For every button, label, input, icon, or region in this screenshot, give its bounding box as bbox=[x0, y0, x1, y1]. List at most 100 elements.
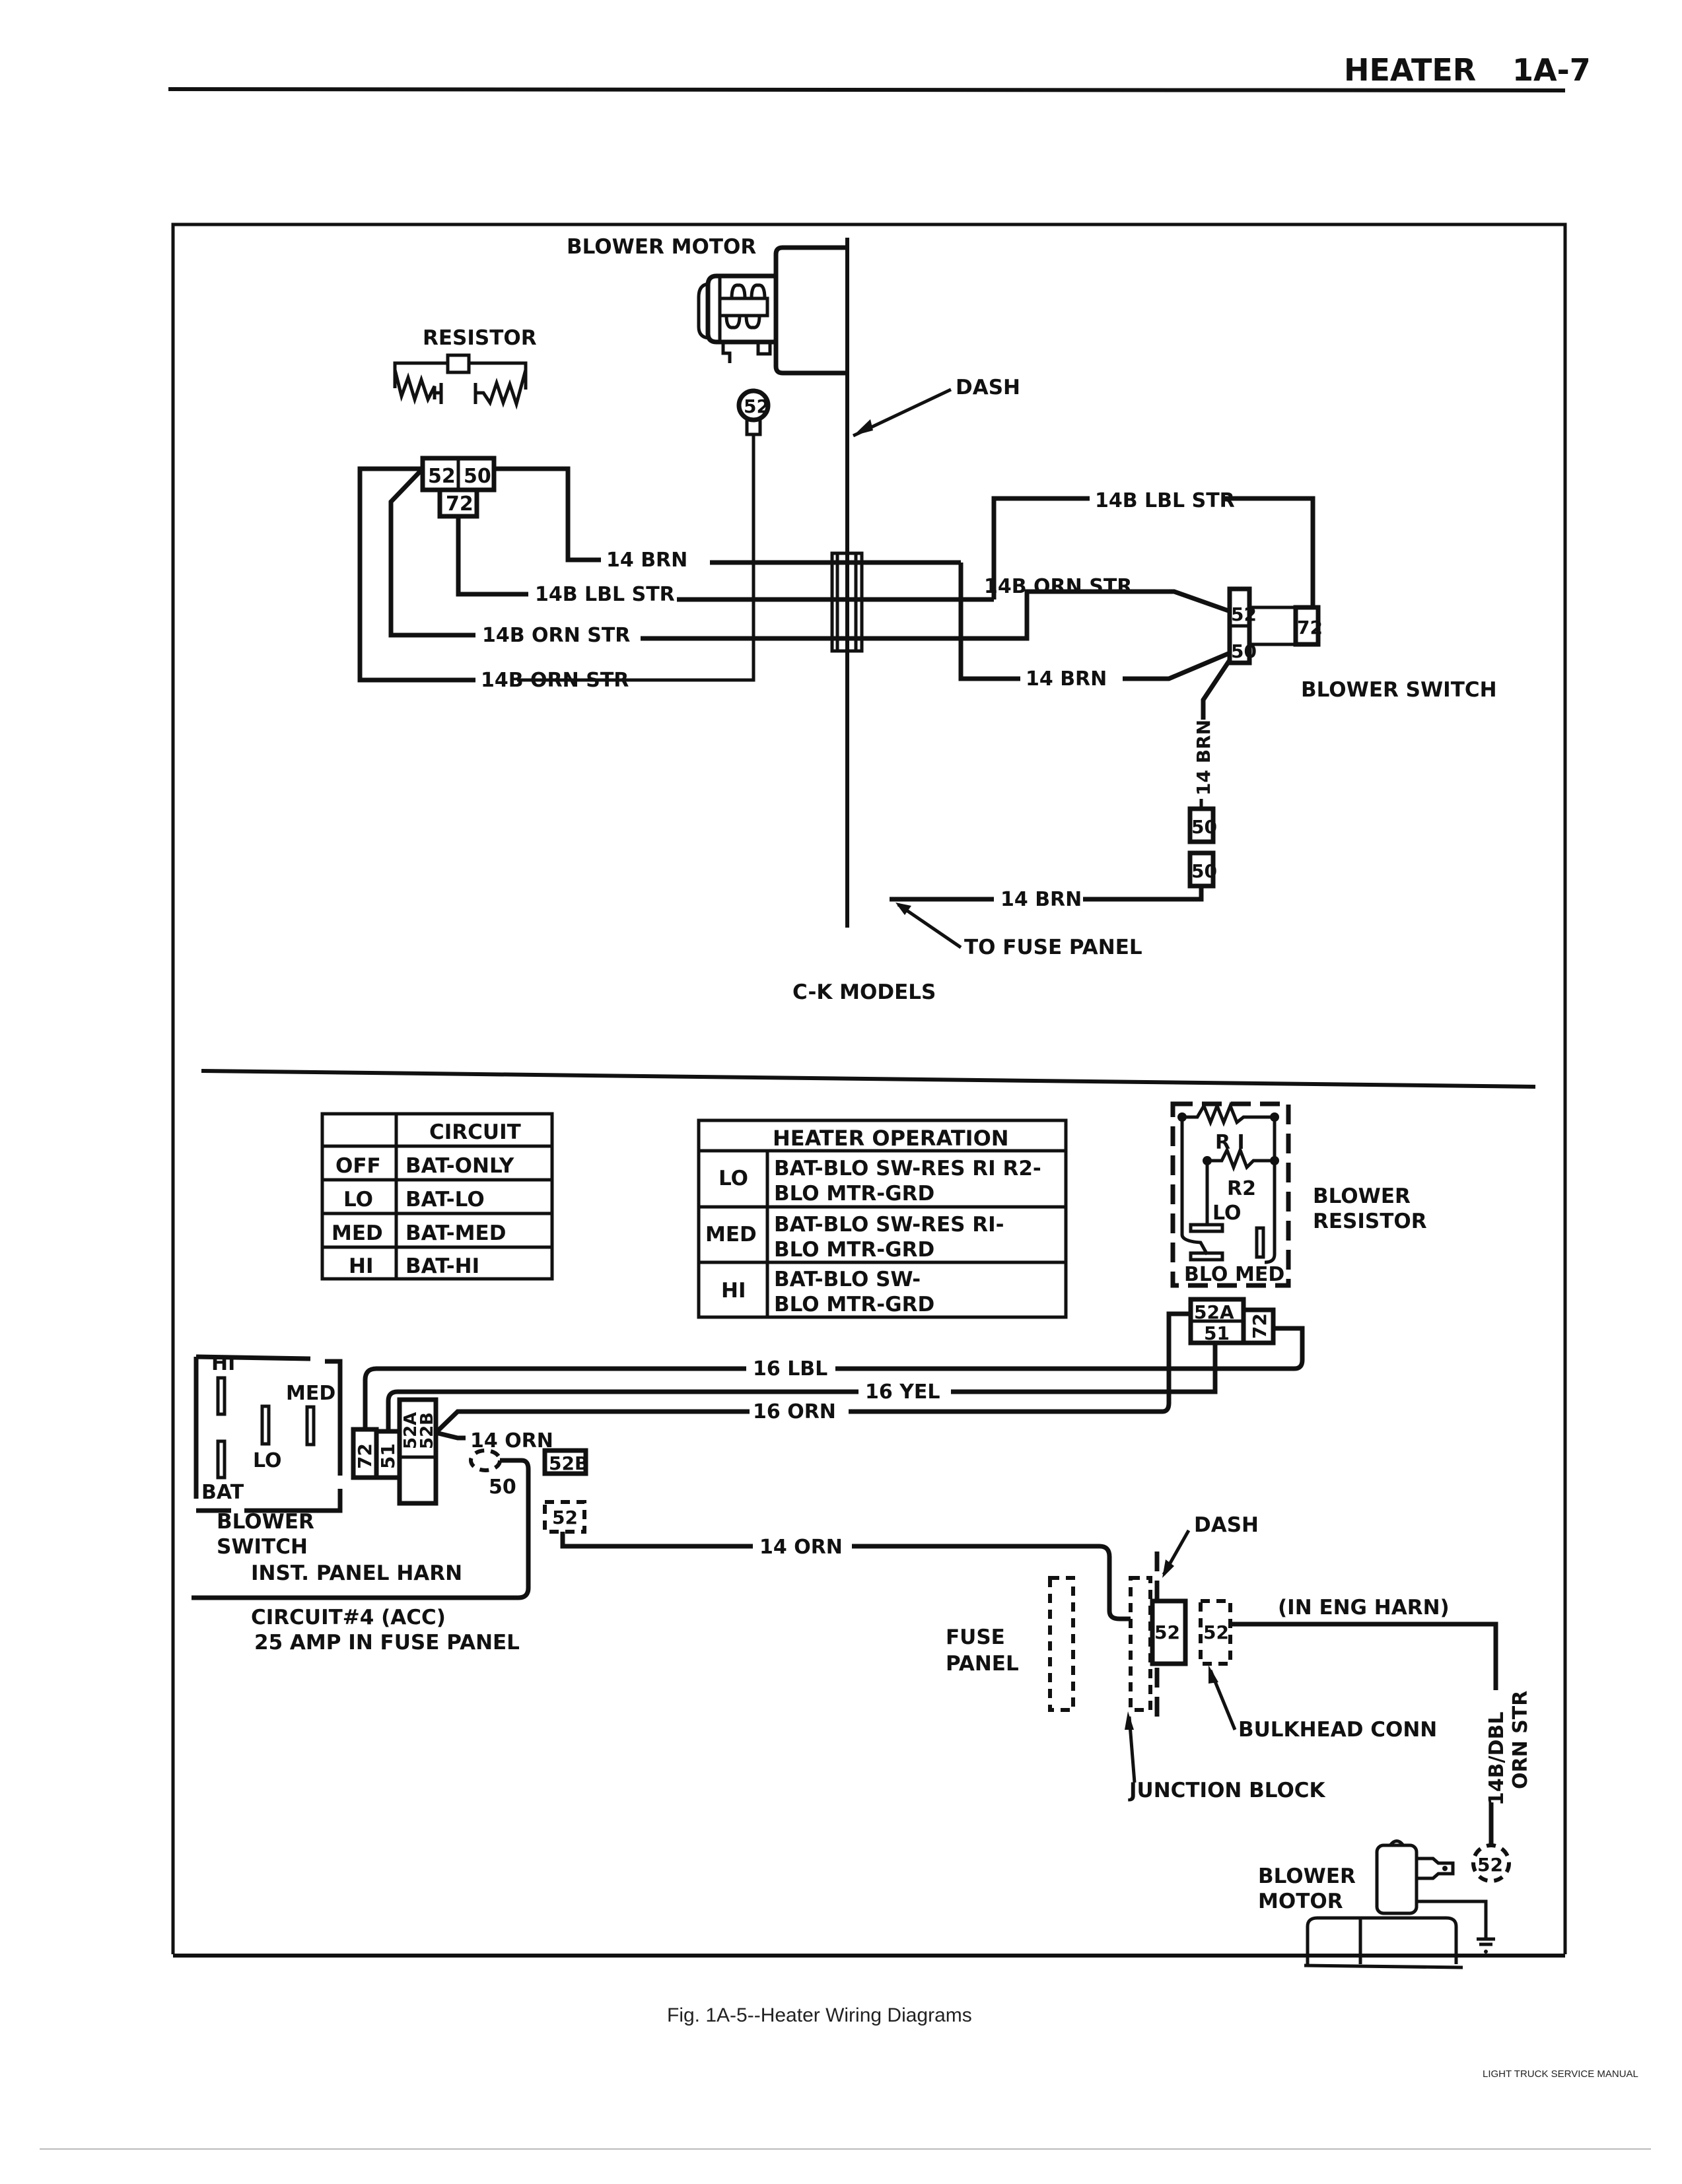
wire-orn-right bbox=[977, 589, 1230, 641]
label-motor-wire-2: ORN STR bbox=[1509, 1691, 1532, 1789]
label-blower-motor-bottom-2: MOTOR bbox=[1258, 1890, 1343, 1913]
resistor-pin-52a: 52A bbox=[1194, 1301, 1234, 1323]
label-blower-resistor-1: BLOWER bbox=[1313, 1184, 1411, 1208]
wire-brn-vertical bbox=[1201, 659, 1232, 720]
operation-row-med-line1: BAT-BLO SW-RES RI- bbox=[774, 1213, 1004, 1237]
wire-label-16-lbl: 16 LBL bbox=[753, 1357, 827, 1381]
wire-16-orn-a bbox=[434, 1409, 750, 1435]
resistor-pin-72: 72 bbox=[446, 493, 473, 516]
resistor-bottom-connector: 52A 51 72 bbox=[1188, 1297, 1276, 1346]
label-junction-block: JUNCTION BLOCK bbox=[1128, 1779, 1326, 1802]
circuit-row-off-value: BAT-ONLY bbox=[405, 1154, 514, 1178]
wire-14-orn-stub bbox=[435, 1430, 466, 1441]
switch-bottom-connector: 72 51 52A 52B bbox=[351, 1397, 438, 1506]
motor-terminal-52-bottom bbox=[1471, 1843, 1511, 1883]
terminal-52-label: 52 bbox=[552, 1507, 578, 1528]
resistor-pin-50: 50 bbox=[464, 465, 491, 488]
label-switch-lo: LO bbox=[253, 1449, 282, 1472]
circuit-row-med-mode: MED bbox=[332, 1221, 383, 1245]
junction-pin-52: 52 bbox=[1154, 1621, 1180, 1643]
wire-16-orn-b bbox=[849, 1311, 1191, 1414]
wire-label-50: 50 bbox=[489, 1476, 516, 1499]
operation-row-med-line2: BLO MTR-GRD bbox=[774, 1238, 934, 1262]
fuse-pointer bbox=[897, 903, 962, 949]
circuit-row-off-mode: OFF bbox=[335, 1154, 381, 1178]
label-inst-panel-harn: INST. PANEL HARN bbox=[251, 1561, 462, 1585]
wire-14-orn-b-b bbox=[852, 1544, 1131, 1621]
switch-pin-72-b: 72 bbox=[354, 1443, 376, 1469]
operation-row-lo-line2: BLO MTR-GRD bbox=[774, 1182, 934, 1206]
terminal-52b bbox=[542, 1448, 588, 1476]
header-section: HEATER bbox=[1344, 52, 1476, 88]
wire-fuse-brn-a bbox=[1083, 886, 1204, 902]
wire-label-right-orn: 14B ORN STR bbox=[984, 575, 1132, 598]
wire-16-lbl-a bbox=[363, 1366, 746, 1429]
fuse-arrow-head bbox=[895, 903, 911, 915]
switch-connector: 52 50 72 bbox=[1227, 586, 1323, 665]
wire-label-14b-lbl-str: 14B LBL STR bbox=[535, 583, 675, 606]
wire-eng-harn bbox=[1230, 1621, 1498, 1690]
blower-switch: HI MED LO BAT BLOWER SWITCH bbox=[193, 1352, 343, 1559]
wire-14-orn-b-a bbox=[560, 1532, 753, 1549]
inline-pin-50-a: 50 bbox=[1191, 816, 1217, 838]
fuse-connector-icon bbox=[469, 1449, 502, 1472]
blower-resistor: R I R2 LO BLO MED BLOWER RESISTOR bbox=[1170, 1101, 1427, 1288]
circuit-table-header: CIRCUIT bbox=[429, 1120, 521, 1144]
label-r1: R I bbox=[1215, 1131, 1245, 1154]
wire-label-fuse-brn: 14 BRN bbox=[1000, 888, 1082, 911]
label-blower-switch-top: BLOWER SWITCH bbox=[1301, 678, 1497, 702]
label-dash-bottom: DASH bbox=[1194, 1513, 1259, 1537]
wire-16-yel-a bbox=[386, 1389, 859, 1431]
junction-arrow bbox=[1125, 1711, 1134, 1730]
label-blower-resistor-2: RESISTOR bbox=[1313, 1210, 1427, 1233]
wire-label-14b-orn-str-2: 14B ORN STR bbox=[481, 669, 629, 692]
circuit-table: CIRCUIT OFF BAT-ONLY LO BAT-LO MED BAT-M… bbox=[320, 1112, 554, 1281]
circuit-row-lo-mode: LO bbox=[343, 1188, 373, 1211]
dash-bottom-arrow bbox=[1162, 1559, 1174, 1578]
switch-pin-51: 51 bbox=[377, 1443, 399, 1469]
label-resistor-lo: LO bbox=[1212, 1202, 1242, 1225]
motor-terminal-52-label: 52 bbox=[1477, 1854, 1503, 1876]
blower-motor-icon bbox=[697, 245, 847, 376]
resistor-pin-52: 52 bbox=[428, 465, 456, 488]
top-diagram-title: C-K MODELS bbox=[792, 980, 936, 1004]
diagram-divider bbox=[201, 1069, 1536, 1089]
operation-row-med-mode: MED bbox=[705, 1223, 757, 1246]
resistor-r1-icon bbox=[1182, 1101, 1277, 1264]
label-switch-med: MED bbox=[286, 1382, 335, 1405]
wire-16-lbl-b bbox=[835, 1326, 1305, 1371]
circuit-row-hi-mode: HI bbox=[349, 1254, 373, 1278]
inline-pin-50-b: 50 bbox=[1191, 860, 1217, 882]
wire-lbl-right-b bbox=[1225, 496, 1315, 607]
top-diagram: BLOWER MOTOR 52 RESISTOR bbox=[357, 235, 1497, 1004]
figure-caption: Fig. 1A-5--Heater Wiring Diagrams bbox=[667, 2004, 972, 2026]
wire-motor-feed bbox=[517, 434, 755, 682]
bulkhead-pin-52: 52 bbox=[1203, 1621, 1229, 1643]
resistor-connector: 52 50 72 bbox=[420, 456, 497, 519]
junction-connector bbox=[1150, 1598, 1188, 1666]
label-blower-switch-1: BLOWER bbox=[217, 1510, 314, 1534]
wire-label-vertical-brn: 14 BRN bbox=[1193, 720, 1214, 796]
wire-14b-orn-str-upper bbox=[388, 467, 475, 638]
operation-row-hi-line2: BLO MTR-GRD bbox=[774, 1293, 934, 1316]
label-in-eng-harn: (IN ENG HARN) bbox=[1278, 1596, 1450, 1620]
operation-row-hi-line1: BAT-BLO SW- bbox=[774, 1268, 921, 1291]
resistor-lo-terminal bbox=[1189, 1223, 1224, 1233]
label-motor-wire-1: 14B/DBL bbox=[1485, 1712, 1508, 1806]
bulkhead-arrow bbox=[1209, 1665, 1218, 1684]
wire-brn-right-b bbox=[1123, 651, 1230, 681]
label-r2: R2 bbox=[1227, 1177, 1256, 1200]
label-switch-bat: BAT bbox=[201, 1481, 244, 1504]
wire-label-14-brn: 14 BRN bbox=[606, 549, 687, 572]
label-to-fuse-panel: TO FUSE PANEL bbox=[964, 936, 1142, 959]
operation-table: HEATER OPERATION LO BAT-BLO SW-RES RI R2… bbox=[697, 1118, 1068, 1319]
junction-block-box bbox=[1129, 1576, 1152, 1712]
label-panel: PANEL bbox=[946, 1652, 1019, 1676]
wire-label-16-orn: 16 ORN bbox=[753, 1400, 836, 1423]
terminal-52b-label: 52B bbox=[549, 1452, 588, 1474]
wire-16-yel-b bbox=[951, 1343, 1218, 1394]
switch-pin-72: 72 bbox=[1297, 617, 1323, 638]
label-switch-hi: HI bbox=[211, 1352, 235, 1375]
switch-pin-52b: 52B bbox=[417, 1412, 437, 1449]
wire-14b-lbl-str bbox=[456, 516, 528, 597]
